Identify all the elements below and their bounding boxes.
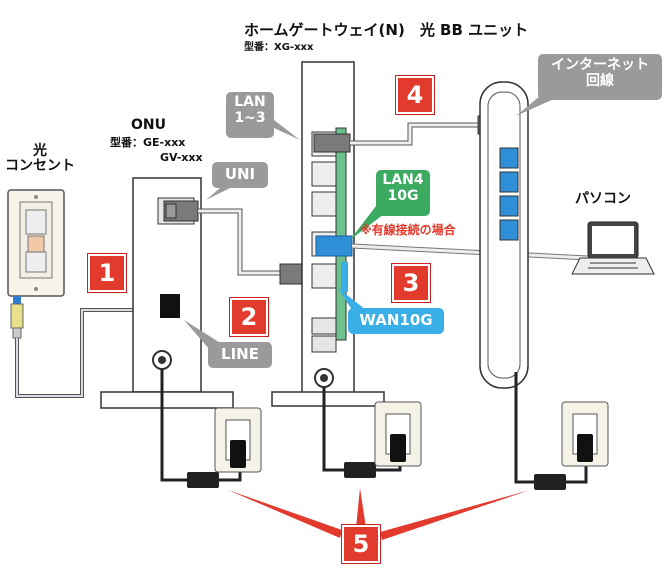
tag-line: LINE	[221, 345, 259, 363]
tag-shapes	[184, 54, 662, 368]
onu-model-2: GV-xxx	[160, 151, 203, 164]
gateway-title: ホームゲートウェイ(N) 光 BB ユニット	[244, 21, 529, 39]
lan-cable-3	[315, 235, 589, 261]
pc-title: パソコン	[575, 191, 631, 207]
tag-wan10g: WAN10G	[359, 311, 433, 329]
gateway-model: 型番：XG-xxx	[244, 42, 314, 53]
bb-unit-device	[479, 81, 529, 389]
badge-5: 5	[342, 525, 380, 563]
wired-note: ※有線接続の場合	[360, 223, 456, 237]
onu-model-1: 型番：GE-xxx	[110, 136, 186, 149]
outlet-title: 光 コンセント	[5, 143, 75, 175]
badge5-pointers	[228, 488, 530, 540]
tag-internet: インターネット 回線	[551, 57, 649, 90]
optical-outlet	[7, 189, 65, 297]
badge-3: 3	[392, 264, 430, 302]
badge-4: 4	[396, 76, 434, 114]
tag-uni: UNI	[224, 165, 256, 183]
badge-1: 1	[88, 254, 126, 292]
laptop	[571, 221, 655, 275]
wall-sockets	[214, 401, 609, 473]
optical-cable	[10, 296, 160, 398]
tag-lan1-3: LAN 1~3	[234, 94, 266, 127]
badge-2: 2	[230, 298, 268, 336]
power-adapters	[187, 462, 566, 490]
home-gateway-device	[271, 61, 385, 407]
tag-lan4: LAN4 10G	[382, 172, 424, 205]
onu-title: ONU	[131, 117, 166, 133]
